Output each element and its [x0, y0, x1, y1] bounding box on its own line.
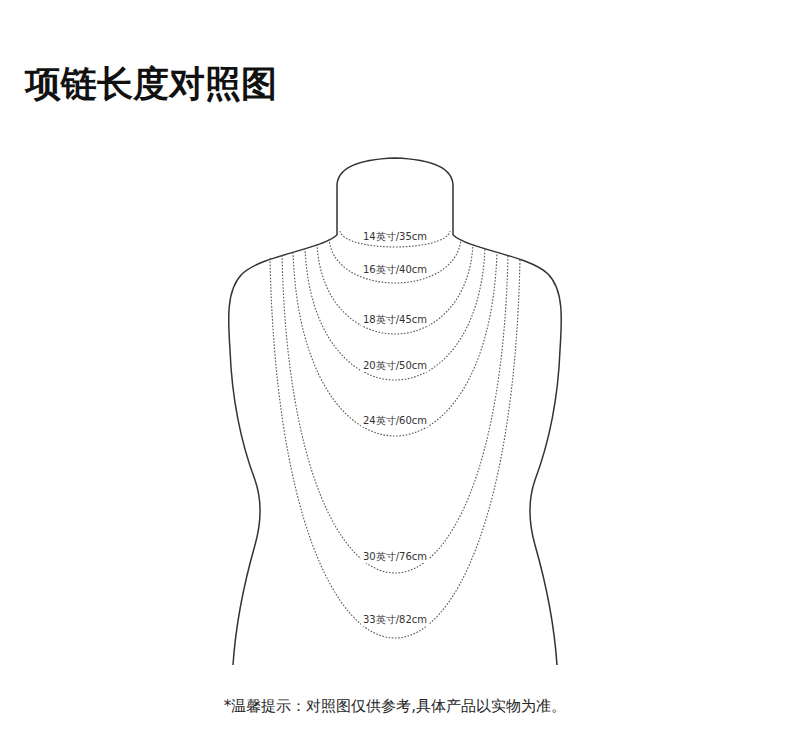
- length-label: 24英寸/60cm: [361, 415, 429, 427]
- necklace-chain: [293, 252, 497, 436]
- necklace-chains: [270, 231, 520, 638]
- length-label: 16英寸/40cm: [361, 264, 429, 276]
- footnote: *温馨提示：对照图仅供参考,具体产品以实物为准。: [224, 697, 566, 716]
- mannequin-left-side: [229, 235, 337, 665]
- necklace-chain: [270, 258, 520, 638]
- length-label: 30英寸/76cm: [361, 551, 429, 563]
- length-label: 20英寸/50cm: [361, 360, 429, 372]
- length-label: 18英寸/45cm: [361, 314, 429, 326]
- length-label: 33英寸/82cm: [361, 614, 429, 626]
- length-label: 14英寸/35cm: [361, 231, 429, 243]
- chart-title: 项链长度对照图: [25, 60, 277, 109]
- mannequin-neck: [337, 158, 453, 235]
- necklace-chain: [282, 255, 508, 573]
- necklace-chain: [340, 231, 450, 247]
- necklace-chain: [329, 239, 461, 283]
- necklace-chain: [305, 248, 485, 380]
- necklace-chain: [317, 244, 473, 334]
- mannequin-right-side: [453, 235, 561, 665]
- mannequin-outline: [229, 158, 562, 665]
